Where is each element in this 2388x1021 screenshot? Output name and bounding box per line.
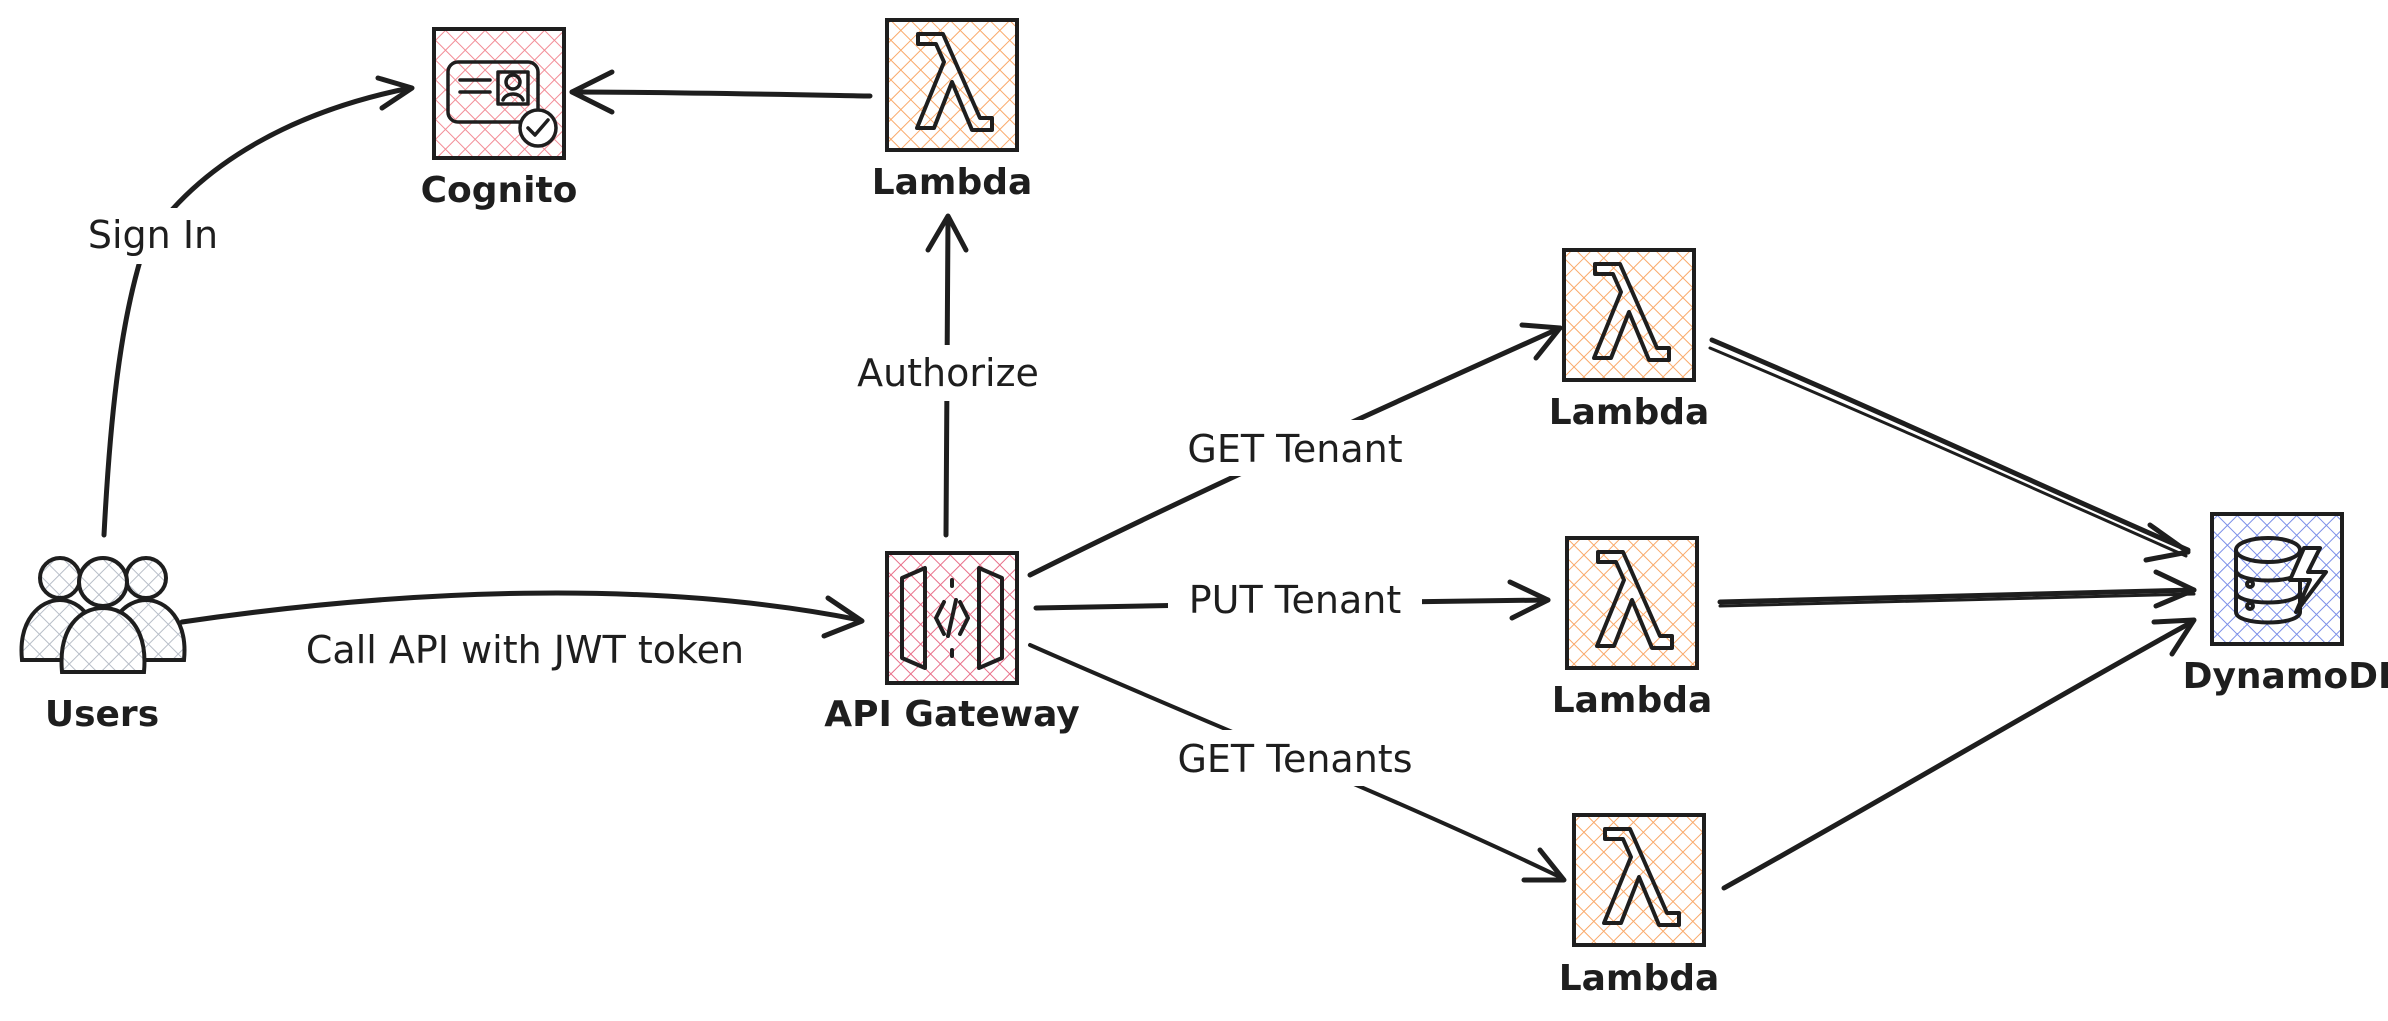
node-label-dynamodb: DynamoDB [2183, 656, 2388, 697]
edge-lambda-get-tenant-to-dynamodb [1708, 337, 2191, 563]
edge-call-api: Call API with JWT token [179, 590, 865, 672]
node-lambda-put-tenant[interactable]: Lambda [1552, 536, 1713, 721]
lambda-icon [1592, 262, 1671, 362]
node-label-auth-lambda: Lambda [872, 162, 1033, 203]
node-api-gateway[interactable]: API Gateway [824, 551, 1080, 735]
edge-lambda-get-tenants-to-dynamodb [1721, 617, 2197, 891]
node-dynamodb[interactable]: DynamoDB [2183, 512, 2388, 697]
api-gateway-icon [900, 566, 1004, 670]
edge-get-tenant: GET Tenant [1027, 322, 1563, 578]
lambda-icon [1602, 827, 1681, 927]
lambda-icon [915, 32, 994, 132]
node-auth-lambda[interactable]: Lambda [872, 18, 1033, 203]
edge-label-authorize: Authorize [857, 351, 1039, 395]
node-label-lambda-put-tenant: Lambda [1552, 680, 1713, 721]
edge-authorize: Authorize [848, 213, 1048, 538]
edge-label-get-tenant: GET Tenant [1187, 427, 1402, 471]
edge-label-get-tenants: GET Tenants [1177, 737, 1412, 781]
node-cognito[interactable]: Cognito [421, 27, 578, 211]
edge-lambda-put-tenant-to-dynamodb [1717, 569, 2197, 609]
edge-label-call-api: Call API with JWT token [306, 628, 744, 672]
edge-get-tenants: GET Tenants [1028, 643, 1567, 883]
node-users[interactable]: Users [19, 556, 187, 735]
node-label-cognito: Cognito [421, 170, 578, 211]
edge-lambda-to-cognito [569, 69, 873, 115]
edge-label-put-tenant: PUT Tenant [1189, 578, 1402, 622]
node-lambda-get-tenant[interactable]: Lambda [1549, 248, 1710, 433]
node-label-lambda-get-tenant: Lambda [1549, 392, 1710, 433]
identity-card-check-icon [446, 60, 558, 148]
node-lambda-get-tenants[interactable]: Lambda [1559, 813, 1720, 999]
lambda-icon [1595, 550, 1674, 650]
edge-put-tenant: PUT Tenant [1033, 572, 1551, 628]
edge-label-sign-in: Sign In [88, 213, 218, 257]
node-label-api-gateway: API Gateway [824, 694, 1080, 735]
node-label-lambda-get-tenants: Lambda [1559, 958, 1720, 999]
users-group-icon [19, 556, 187, 674]
edge-sign-in: Sign In [78, 75, 415, 538]
database-lightning-icon [2234, 536, 2328, 625]
node-label-users: Users [45, 694, 159, 735]
